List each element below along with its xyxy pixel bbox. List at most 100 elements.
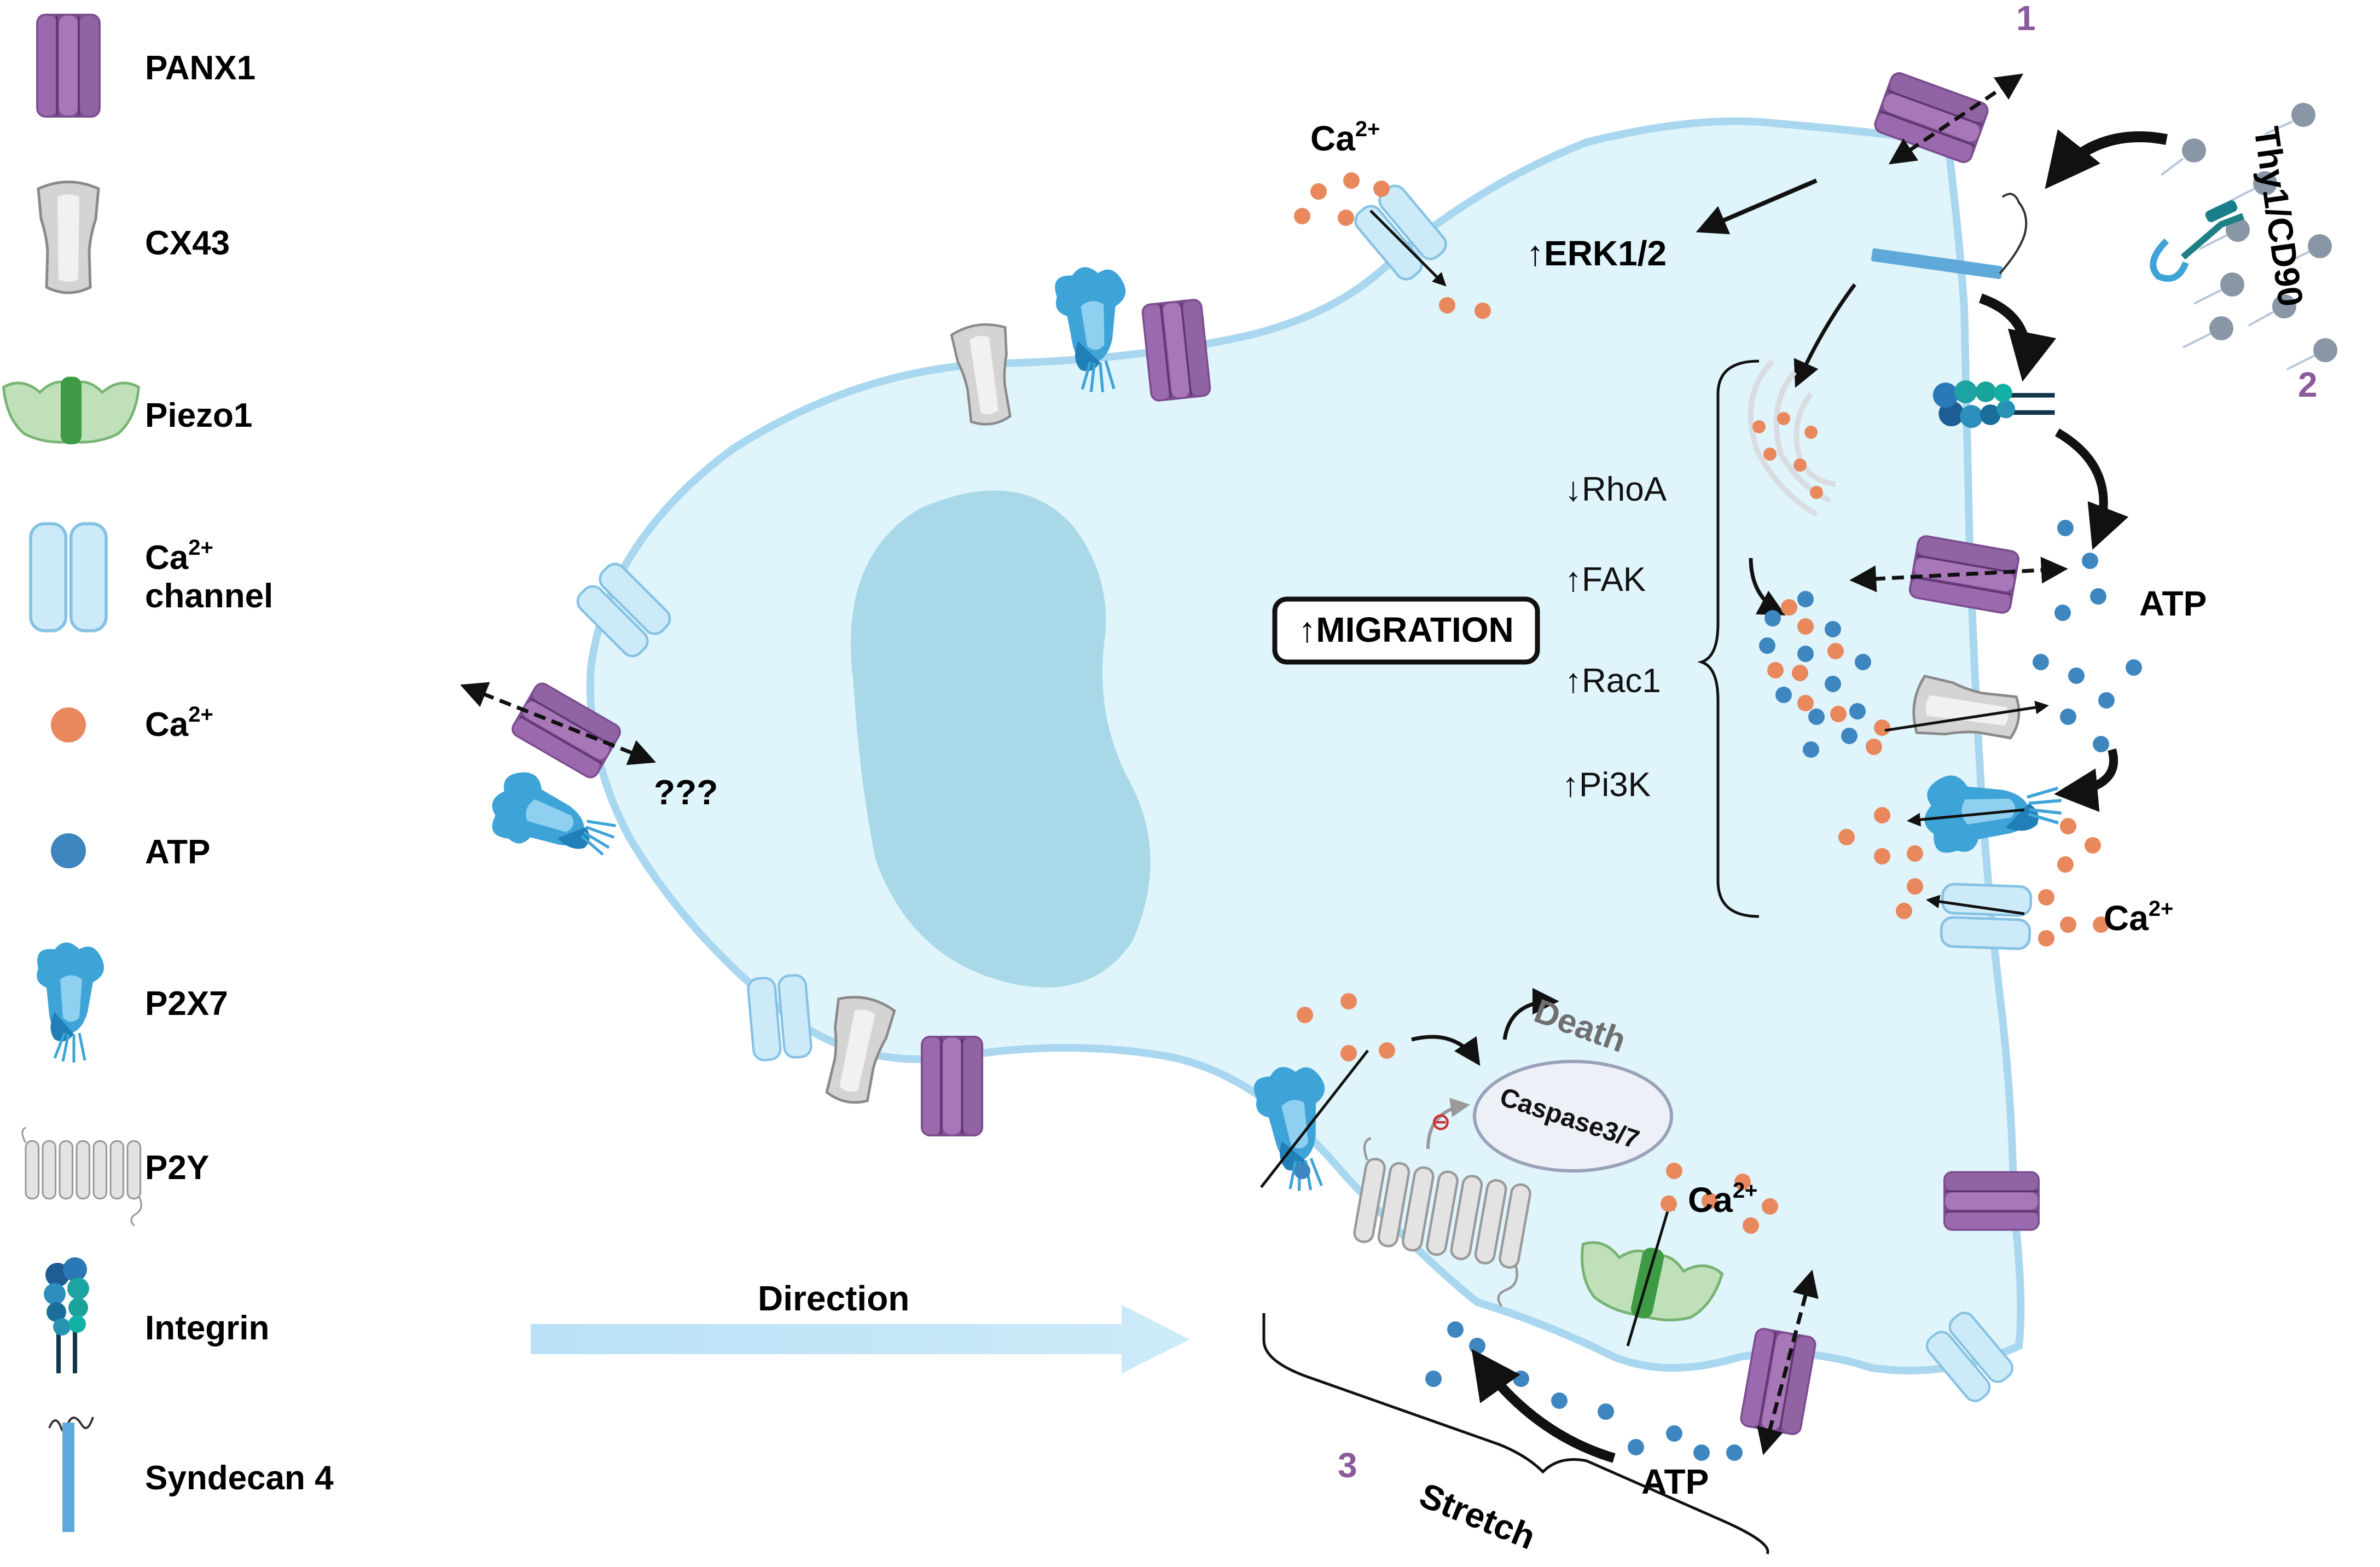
direction-label: Direction	[758, 1279, 909, 1318]
legend-label-integrin: Integrin	[145, 1309, 269, 1347]
legend-label-cx43: CX43	[145, 224, 230, 262]
p2x7-icon	[37, 943, 104, 1063]
caspase-ellipse: Caspase3/7	[1473, 1060, 1673, 1173]
ca-top-label: Ca2+	[1310, 117, 1380, 158]
syndecan-to-golgi-arrow	[1793, 283, 1856, 388]
legend: PANX1 CX43 Piezo1 Ca2+ channel Ca2+ ATP …	[3, 13, 334, 1532]
legend-item-syndecan4: Syndecan 4	[48, 1417, 334, 1532]
panx1-bottom-right-flux-arrow	[1757, 1269, 1819, 1455]
pi3k-label: ↑Pi3K	[1562, 766, 1651, 804]
stretch-brace	[1262, 1313, 1769, 1555]
legend-item-ca-ion: Ca2+	[51, 703, 213, 744]
site-number-1: 1	[2016, 0, 2036, 38]
atp-outside-right	[2033, 520, 2142, 752]
ca-to-caspase-arrow	[1411, 1035, 1481, 1066]
site-number-2: 2	[2298, 365, 2318, 404]
panx1-far-right	[1942, 1170, 2041, 1232]
panx1-left-flux-arrow	[460, 682, 657, 765]
legend-label-p2x7: P2X7	[145, 985, 228, 1023]
piezo1-influx-arrow	[1626, 1195, 1675, 1347]
cell	[586, 117, 2025, 1374]
syndecan4-membrane	[1871, 193, 2028, 280]
p2x7-bottom-flux-line	[1260, 1049, 1369, 1188]
atp-icon	[51, 833, 86, 868]
signaling-brace	[1697, 359, 1760, 918]
site-number-3: 3	[1338, 1446, 1357, 1485]
cx43-flux-arrow	[1884, 700, 2049, 732]
legend-item-cx43: CX43	[38, 182, 230, 293]
legend-label-ca-ion: Ca2+	[145, 703, 213, 744]
p2y-inhibit-arrow	[1426, 1098, 1471, 1150]
unknown-label: ???	[654, 773, 718, 812]
thy1-label: Thy1/CD90	[2247, 124, 2311, 309]
atp-to-p2x7-arrow	[2054, 748, 2118, 812]
erk-label: ↑ERK1/2	[1526, 234, 1667, 273]
legend-item-panx1: PANX1	[35, 13, 256, 119]
legend-label-p2y: P2Y	[145, 1149, 209, 1187]
atp-bottom-label: ATP	[1641, 1462, 1709, 1501]
panx1-site1-flux-arrow	[1888, 73, 2024, 165]
ca-ions-bottom-left	[1297, 993, 1395, 1061]
rhoa-label: ↓RhoA	[1565, 471, 1667, 508]
legend-item-atp: ATP	[51, 833, 210, 871]
erk-arrow	[1696, 178, 1818, 235]
legend-item-p2y: P2Y	[21, 1127, 209, 1227]
vesicle-ca-ions	[1752, 412, 1823, 499]
direction-arrow	[531, 1305, 1190, 1373]
panx1-bottom	[920, 1035, 984, 1137]
ca-channel-icon	[31, 524, 106, 631]
legend-label-piezo1: Piezo1	[145, 397, 252, 434]
integrin-membrane	[1933, 380, 2055, 428]
ca-ions-top	[1294, 172, 1491, 319]
syndecan4-icon	[48, 1417, 94, 1532]
p2x7-ca-influx-arrow	[1907, 808, 2025, 827]
ca-ion-icon	[51, 707, 86, 742]
legend-label-channel: channel	[145, 577, 273, 615]
fak-label: ↑FAK	[1565, 561, 1646, 599]
legend-item-ca-channel: Ca2+ channel	[31, 524, 273, 631]
ca-channel-bottom	[747, 974, 812, 1061]
ca-ions-right	[1838, 807, 2109, 947]
integrin-to-atp-arrow	[2054, 428, 2129, 550]
legend-label-syndecan4: Syndecan 4	[145, 1459, 334, 1497]
atp-to-p2y-arrow	[1471, 1349, 1616, 1463]
piezo1-icon	[3, 377, 138, 445]
migration-box: ↑MIGRATION	[1272, 596, 1540, 665]
thy1-to-syndecan-arrow	[2045, 129, 2168, 189]
direction-indicator: Direction	[531, 1279, 1190, 1373]
migration-label: ↑MIGRATION	[1298, 610, 1513, 649]
released-ions-cluster	[1759, 591, 1890, 758]
nucleus	[851, 490, 1151, 988]
inhibit-symbol: ⊖	[1431, 1108, 1451, 1135]
atp-right-label: ATP	[2139, 584, 2207, 623]
thy1-protein-icon	[2150, 200, 2245, 282]
p2y-icon	[21, 1127, 142, 1227]
ca-bottom-label: Ca2+	[1688, 1179, 1757, 1220]
panx1-icon	[35, 13, 102, 119]
rac1-label: ↑Rac1	[1565, 662, 1661, 700]
caspase-to-death-arrow	[1502, 988, 1559, 1040]
legend-item-p2x7: P2X7	[37, 943, 228, 1063]
legend-label-atp: ATP	[145, 833, 210, 871]
stretch-label: Stretch	[1414, 1475, 1541, 1557]
ca-influx-arrow-top	[1369, 210, 1447, 287]
legend-label-panx1: PANX1	[145, 49, 256, 87]
p2x7-right	[1921, 766, 2065, 855]
legend-label-ca-channel: Ca2+	[145, 536, 213, 577]
ca-channel-right-influx-arrow	[1926, 895, 2025, 915]
cx43-icon	[38, 182, 98, 293]
cell-membrane	[586, 117, 2025, 1374]
panx1-top	[1140, 297, 1213, 404]
thy1-lipid-cluster	[2160, 103, 2337, 370]
integrin-icon	[44, 1257, 89, 1373]
syndecan-to-integrin-arrow	[1978, 293, 2057, 382]
legend-item-piezo1: Piezo1	[3, 377, 252, 445]
ca-ions-bottom-right	[1661, 1163, 1778, 1234]
vesicle-release-arrow	[1749, 558, 1786, 616]
atp-bottom-cluster	[1425, 1321, 1743, 1461]
legend-item-integrin: Integrin	[44, 1257, 269, 1373]
atp-bottom-single	[1294, 1163, 1310, 1179]
panx1-right-flux-arrow	[1849, 556, 2068, 593]
